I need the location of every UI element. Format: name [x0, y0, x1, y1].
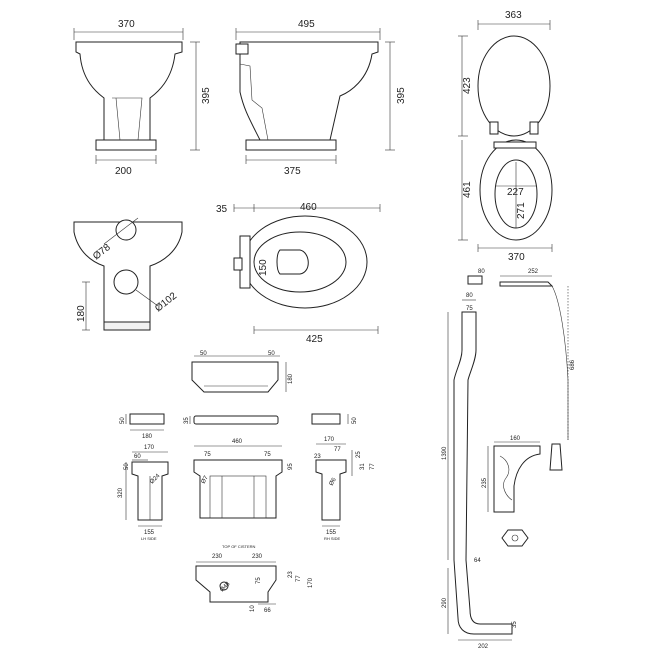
pipe-lower: 290	[442, 597, 448, 608]
wall-bracket: 160 235	[482, 436, 541, 547]
bracket-height: 235	[482, 477, 488, 488]
seat-lid-height: 423	[462, 77, 473, 94]
chain-arm: 252	[528, 269, 539, 275]
front-right: 75	[264, 452, 271, 458]
rh-c: 25	[356, 451, 362, 458]
pan-front-view: 370 395 200	[73, 19, 212, 177]
cistern-rh-side: 170 77 23 Ø6 25 31 77 155 RH SIDE	[314, 437, 376, 541]
cistern-top-view: 50 50 180	[191, 351, 294, 393]
cistern-front: 460 75 75 Ø7 95	[193, 439, 294, 519]
under-f: 66	[264, 608, 271, 614]
seat-height: 461	[462, 181, 473, 198]
pan-side-height: 395	[396, 87, 407, 104]
under-right: 230	[252, 554, 263, 560]
pan-front-base: 200	[115, 166, 132, 177]
pipe-width: 75	[466, 306, 473, 312]
lid-left-height: 50	[120, 417, 126, 424]
pan-side-base: 375	[284, 166, 301, 177]
plan-length: 460	[300, 202, 317, 213]
pan-side-view: 495 395 375	[235, 19, 407, 177]
pan-offset: 180	[76, 305, 87, 322]
rh-b: 23	[314, 454, 321, 460]
plan-depth: 425	[306, 334, 323, 345]
rh-base: 155	[326, 530, 337, 536]
under-a: 75	[256, 577, 262, 584]
pipe-top: 80	[478, 269, 485, 275]
front-left: 75	[204, 452, 211, 458]
seat-inner-depth: 271	[516, 202, 527, 219]
under-caption: TOP OF CISTERN	[222, 544, 256, 549]
under-e: 10	[250, 605, 256, 612]
front-bore: Ø7	[201, 474, 211, 485]
lh-label: LH SIDE	[141, 536, 157, 541]
pipe-foot: 35	[512, 621, 518, 628]
lid-side-height: 50	[352, 417, 358, 424]
under-c: 77	[296, 575, 302, 582]
chain-drop: 686	[570, 359, 576, 370]
seat-view: 363 423 461 227 271 370	[458, 10, 553, 263]
pipe-base: 202	[478, 644, 489, 650]
cistern-lid-left: 50 180	[120, 413, 165, 440]
rh-label: RH SIDE	[324, 536, 341, 541]
cistern-top-right: 50	[268, 351, 275, 357]
lh-width: 170	[144, 445, 155, 451]
pan-side-width: 495	[298, 19, 315, 30]
seat-width: 363	[505, 10, 522, 21]
lh-offset: 50	[124, 463, 130, 470]
pan-front-height: 395	[201, 87, 212, 104]
cistern-top-left: 50	[200, 351, 207, 357]
pipe-bend: 64	[474, 558, 481, 564]
pan-plan-view: 35 460 150 425	[216, 202, 381, 345]
pipe-top2: 80	[466, 293, 473, 299]
seat-inner-width: 227	[507, 187, 524, 198]
rh-e: 77	[370, 463, 376, 470]
pan-top-view: Ø78 Ø102 180	[73, 217, 183, 331]
cistern-lid-front: 35	[184, 415, 279, 425]
front-depth: 95	[288, 463, 294, 470]
lid-left-width: 180	[142, 434, 153, 440]
plan-margin: 35	[216, 204, 228, 215]
bracket-width: 160	[510, 436, 521, 442]
pipe-length: 1390	[442, 446, 448, 460]
cistern-lid-side: 50	[311, 413, 358, 425]
rh-bore: Ø6	[329, 476, 339, 487]
lh-height: 320	[118, 487, 124, 498]
chain-pull: 252 686	[499, 269, 576, 471]
front-width: 460	[232, 439, 243, 445]
under-b: 23	[288, 571, 294, 578]
under-d: 170	[308, 577, 314, 588]
under-left: 230	[212, 554, 223, 560]
pan-outlet-dia: Ø102	[153, 290, 179, 314]
flush-pipe: 80 80 75 1390 64 290 202 35	[442, 269, 518, 650]
lid-front-height: 35	[184, 417, 190, 424]
lh-top: 60	[134, 454, 141, 460]
cistern-underside: TOP OF CISTERN 230 230 Ø48 75 23 77 170 …	[195, 544, 314, 614]
cistern-top-height: 180	[288, 373, 294, 384]
pan-front-width: 370	[118, 19, 135, 30]
rh-a: 77	[334, 447, 341, 453]
lh-base: 155	[144, 530, 155, 536]
seat-base-width: 370	[508, 252, 525, 263]
plan-seat-gap: 150	[258, 259, 269, 276]
rh-d: 31	[360, 463, 366, 470]
cistern-lh-side: 170 60 50 Ø24 320 155 LH SIDE	[118, 445, 169, 541]
rh-width: 170	[324, 437, 335, 443]
